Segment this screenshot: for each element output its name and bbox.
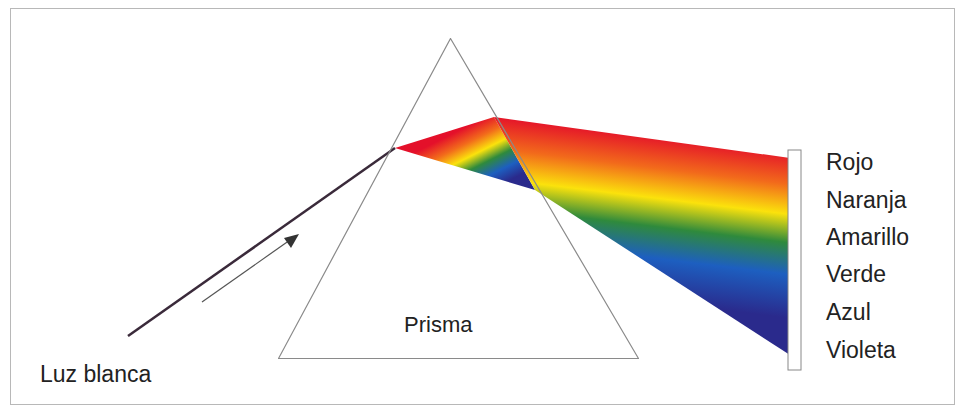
spectrum-beam <box>494 117 790 355</box>
color-label: Naranja <box>826 187 907 213</box>
light-label: Luz blanca <box>40 361 151 387</box>
color-label: Amarillo <box>826 224 909 250</box>
prism-outline <box>278 38 639 359</box>
color-label: Azul <box>826 299 871 325</box>
screen <box>788 150 801 370</box>
frame <box>11 9 955 405</box>
color-label: Violeta <box>826 337 896 363</box>
prism-shape: Prisma <box>278 38 639 359</box>
color-label: Rojo <box>826 149 873 175</box>
direction-arrow <box>202 240 290 302</box>
prism-label: Prisma <box>404 312 472 337</box>
arrow-head <box>284 234 299 248</box>
color-label: Verde <box>826 261 886 287</box>
white-light-ray <box>128 148 395 336</box>
